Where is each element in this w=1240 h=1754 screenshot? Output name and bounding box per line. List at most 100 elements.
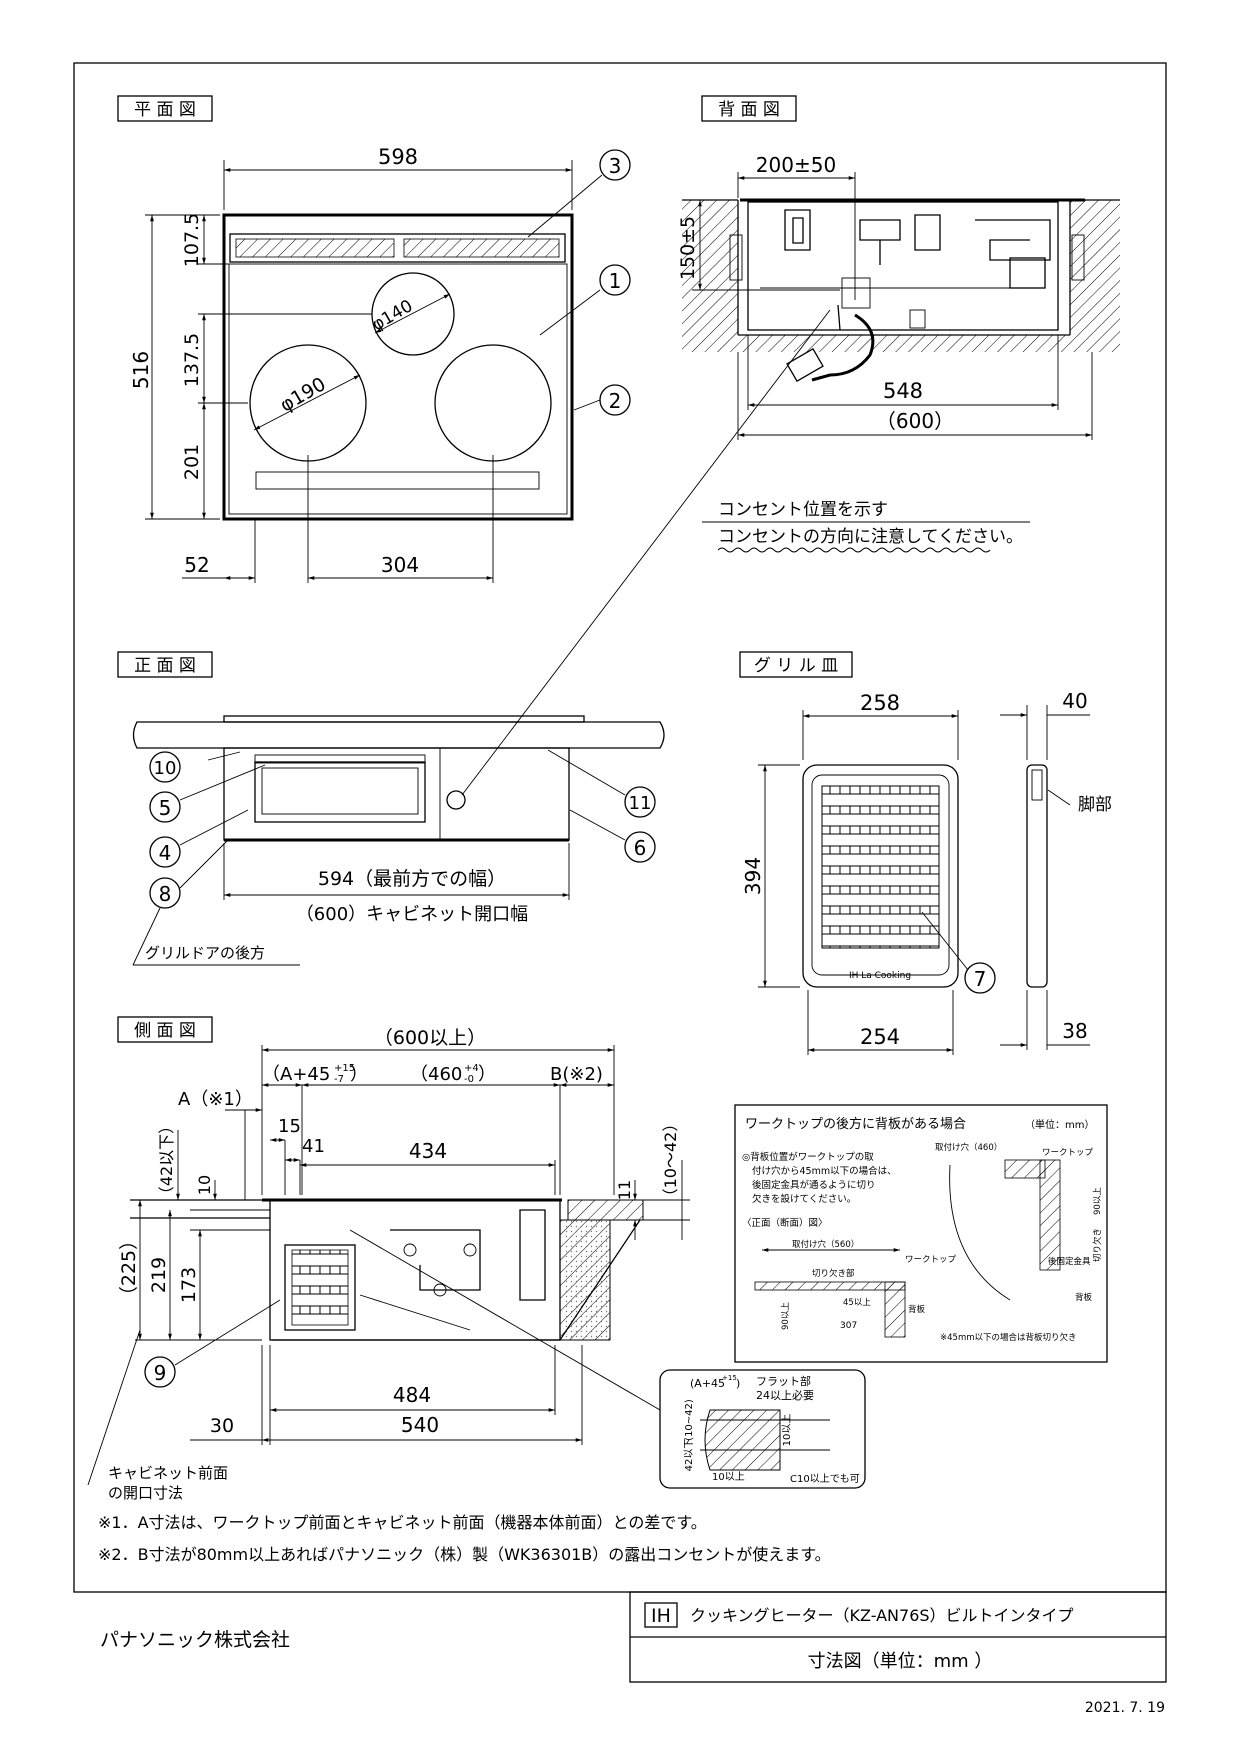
grill-pan-outer: [802, 764, 959, 988]
detail-box: (A+45 +15 ) フラット部 24以上必要 (10~42) 42以下 10…: [659, 1369, 866, 1489]
backboard-d90: 90以上: [781, 1302, 791, 1330]
callout-9: [144, 1356, 176, 1388]
grill-brand: IH La Cooking: [849, 971, 911, 981]
grill-foot-label: 脚部: [1078, 795, 1112, 815]
callout-7: [964, 962, 996, 994]
callout-11-label: 11: [629, 793, 652, 814]
dim-258-label: 258: [860, 691, 900, 715]
dim-a45-close: ）: [350, 1064, 368, 1085]
dim-219-label: 219: [148, 1257, 170, 1293]
dim-41-label: 41: [302, 1136, 325, 1157]
side-grill-pan: [284, 1244, 356, 1331]
side-view-label-box: [117, 1016, 213, 1043]
grill-pan-label-box: [739, 651, 853, 678]
dim-10-42-label: （10～42）: [661, 1116, 680, 1205]
back-view: 背 面 図 200±50 150±5: [461, 95, 1120, 796]
backboard-section: 〈正面（断面）図〉: [742, 1217, 828, 1229]
vent-right: [403, 238, 560, 258]
backboard-worktop: ワークトップ: [905, 1255, 957, 1265]
detail-d10-42: (10~42): [684, 1399, 695, 1441]
dim-484-label: 484: [393, 1383, 431, 1407]
backboard-cutout: 切り欠き部: [812, 1268, 855, 1279]
backboard-bracket: 後固定金具: [1048, 1256, 1091, 1267]
outlet-leader: [461, 309, 831, 796]
grill-door: [254, 761, 426, 823]
outlet-note-wavy: [717, 547, 991, 553]
backboard-cut: 切り欠き: [1092, 1228, 1103, 1262]
backboard-note-2: 付け穴から45mm以下の場合は、: [752, 1165, 897, 1177]
callout-4: [149, 836, 181, 868]
backboard-d307: 307: [840, 1321, 857, 1331]
backboard-hole460: 取付け穴（460）: [935, 1142, 1002, 1153]
cooktop-glass-front: [223, 715, 585, 723]
front-view-label-box: [117, 651, 213, 678]
callout-10-label: 10: [154, 758, 177, 779]
back-view-label: 背 面 図: [718, 100, 780, 120]
dim-11-label: 11: [615, 1180, 634, 1200]
dim-394-label: 394: [741, 857, 765, 895]
dim-15-label: 15: [278, 1116, 301, 1137]
dim-460-close: ）: [478, 1064, 496, 1085]
dim-a45-sup: +15: [334, 1063, 355, 1074]
detail-a-sup: +15: [722, 1374, 737, 1382]
drawing-frame: [73, 62, 1167, 1593]
backboard-title: ワークトップの後方に背板がある場合: [745, 1116, 966, 1132]
dim-42-label: （42以下）: [157, 1118, 176, 1202]
grill-window: [261, 767, 419, 815]
burner-right: [434, 344, 552, 462]
front-view: 正 面 図 10 5 4 8 11 6 594（最前方での: [117, 651, 665, 966]
backboard-box: [734, 1104, 1108, 1363]
phi140-leader: [374, 293, 451, 334]
detail-c10: C10以上でも可: [790, 1473, 860, 1485]
dim-598-label: 598: [378, 145, 418, 169]
note-1: ※1．A寸法は、ワークトップ前面とキャビネット前面（機器本体前面）との差です。: [98, 1513, 707, 1532]
detail-d10b: 10以上: [712, 1471, 745, 1483]
callout-4-label: 4: [159, 841, 172, 865]
backboard-note-3: 後固定金具が通るように切り: [752, 1179, 876, 1191]
dim-548-label: 548: [883, 379, 923, 403]
backboard-d90r: 90以上: [1093, 1187, 1103, 1215]
detail-d10: 10以上: [781, 1414, 793, 1447]
grill-pan-label: グ リ ル 皿: [754, 656, 838, 676]
power-cord: [811, 313, 875, 382]
detail-a-close: ): [736, 1377, 740, 1390]
callout-11: [624, 786, 656, 818]
callout-8-label: 8: [159, 882, 172, 906]
detail-flat2: 24以上必要: [756, 1389, 814, 1402]
cab-note-2: の開口寸法: [108, 1484, 183, 1502]
backboard-d45: 45以上: [843, 1298, 871, 1308]
outlet-note-2: コンセントの方向に注意してください。: [718, 527, 1023, 547]
dim-460-sup: +4: [464, 1063, 479, 1074]
dim-30-label: 30: [210, 1415, 234, 1437]
cab-note-1: キャビネット前面: [108, 1464, 228, 1482]
grill-pan-side: [1026, 764, 1048, 988]
backboard-backplate: 背板: [908, 1304, 926, 1315]
dim-137-label: 137.5: [181, 333, 203, 387]
dim-600-front-label: （600）キャビネット開口幅: [296, 904, 528, 925]
dim-540-label: 540: [401, 1413, 439, 1437]
callout-5-label: 5: [159, 796, 172, 820]
dim-a-label: A（※1）: [178, 1089, 253, 1110]
back-unit: [747, 201, 1059, 331]
side-view-label: 側 面 図: [134, 1021, 196, 1041]
detail-a: (A+45: [690, 1377, 725, 1390]
drawing-date: 2021. 7. 19: [1085, 1700, 1165, 1716]
callout-8: [149, 877, 181, 909]
grill-pan-inner: [811, 774, 950, 976]
grill-pan-view: グ リ ル 皿 IH La Cooking 7 脚部 258 394 254 4…: [739, 651, 1112, 1055]
callout-2: [599, 384, 631, 416]
dim-b-label: B(※2): [550, 1064, 603, 1085]
backboard-footnote: ※45mm以下の場合は背板切り欠き: [940, 1332, 1077, 1343]
side-view: 側 面 図 9 （600以上） （A+45 +15 -7 ） （4: [87, 1016, 690, 1502]
cooktop-glass: [228, 263, 568, 515]
control-panel: [255, 471, 540, 490]
backboard-unit: （単位：mm）: [1025, 1118, 1094, 1131]
plan-view: 平 面 図 φ190 φ140 598 516 107.5 137.5 201: [117, 95, 631, 583]
grill-door-note: グリルドアの後方: [145, 944, 265, 962]
title-block: IH クッキングヒーター（KZ-AN76S）ビルトインタイプ 寸法図（単位：mm…: [629, 1591, 1167, 1683]
outlet-note-1: コンセント位置を示す: [718, 500, 888, 520]
backboard-note-4: 欠きを設けてください。: [752, 1193, 856, 1205]
dim-516-label: 516: [129, 351, 153, 389]
callout-3-label: 3: [609, 154, 622, 178]
backboard-note: ワークトップの後方に背板がある場合 （単位：mm） ◎背板位置がワークトップの取…: [734, 1104, 1108, 1363]
